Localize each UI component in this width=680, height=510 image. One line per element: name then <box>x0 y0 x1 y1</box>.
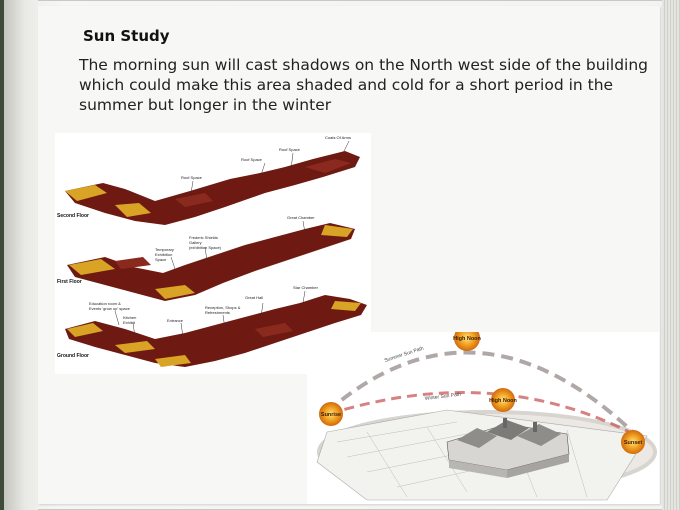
label-star-chamber: Star Chamber <box>293 285 319 290</box>
svg-text:Sunset: Sunset <box>624 440 643 446</box>
label-exhibit: Exhibit <box>123 320 136 325</box>
label-roof-space-1: Roof Space <box>279 147 301 152</box>
label-space: Space <box>155 257 167 262</box>
ground-floor-plan <box>65 295 367 367</box>
body-text: The morning sun will cast shadows on the… <box>79 56 648 114</box>
label-coats-of-arms: Coats Of Arms <box>325 135 351 140</box>
sun-sunset: Sunset <box>621 430 645 454</box>
label-great-chamber: Great Chamber <box>287 215 315 220</box>
page-title: Sun Study <box>83 27 170 45</box>
sun-path-diagram: Summer Sun Path Winter Sun Path High Noo… <box>307 325 659 504</box>
book-spine <box>4 0 38 510</box>
svg-text:Sunrise: Sunrise <box>321 412 341 418</box>
winter-sun-path-label: Winter Sun Path <box>425 392 462 402</box>
floor-label-second: Second Floor <box>57 213 89 219</box>
first-floor-plan <box>67 223 355 301</box>
winter-sun-path <box>328 391 638 438</box>
label-frederic: Frederic Shields <box>189 235 218 240</box>
label-refreshments: Refreshments <box>205 310 230 315</box>
label-roof-space-2: Roof Space <box>241 157 263 162</box>
label-reception: Reception, Shops & <box>205 305 241 310</box>
label-events: Events 'grow up' space <box>89 306 131 311</box>
summer-sun-path <box>325 350 639 438</box>
svg-text:High Noon: High Noon <box>453 336 481 342</box>
sun-high-noon-winter: High Noon <box>489 388 518 412</box>
label-education: Education room & <box>89 301 121 306</box>
label-gallery: Gallery <box>189 240 202 245</box>
label-kitchen: Kitchen <box>123 315 136 320</box>
label-entrance: Entrance <box>167 318 184 323</box>
label-exhibition: Exhibition <box>155 252 172 257</box>
building-model <box>446 418 570 478</box>
label-exhibition-space: (exhibition Space) <box>189 245 222 250</box>
sun-sunrise: Sunrise <box>319 402 343 426</box>
label-roof-space-3: Roof Space <box>181 175 203 180</box>
svg-text:High Noon: High Noon <box>489 398 517 404</box>
floor-label-ground: Ground Floor <box>57 353 89 359</box>
floor-label-first: First Floor <box>57 279 82 285</box>
label-great-hall: Great Hall <box>245 295 263 300</box>
page-stack-edge <box>662 0 680 510</box>
second-floor-plan <box>65 151 360 225</box>
sun-high-noon-summer: High Noon <box>453 325 482 351</box>
label-temporary: Temporary <box>155 247 174 252</box>
